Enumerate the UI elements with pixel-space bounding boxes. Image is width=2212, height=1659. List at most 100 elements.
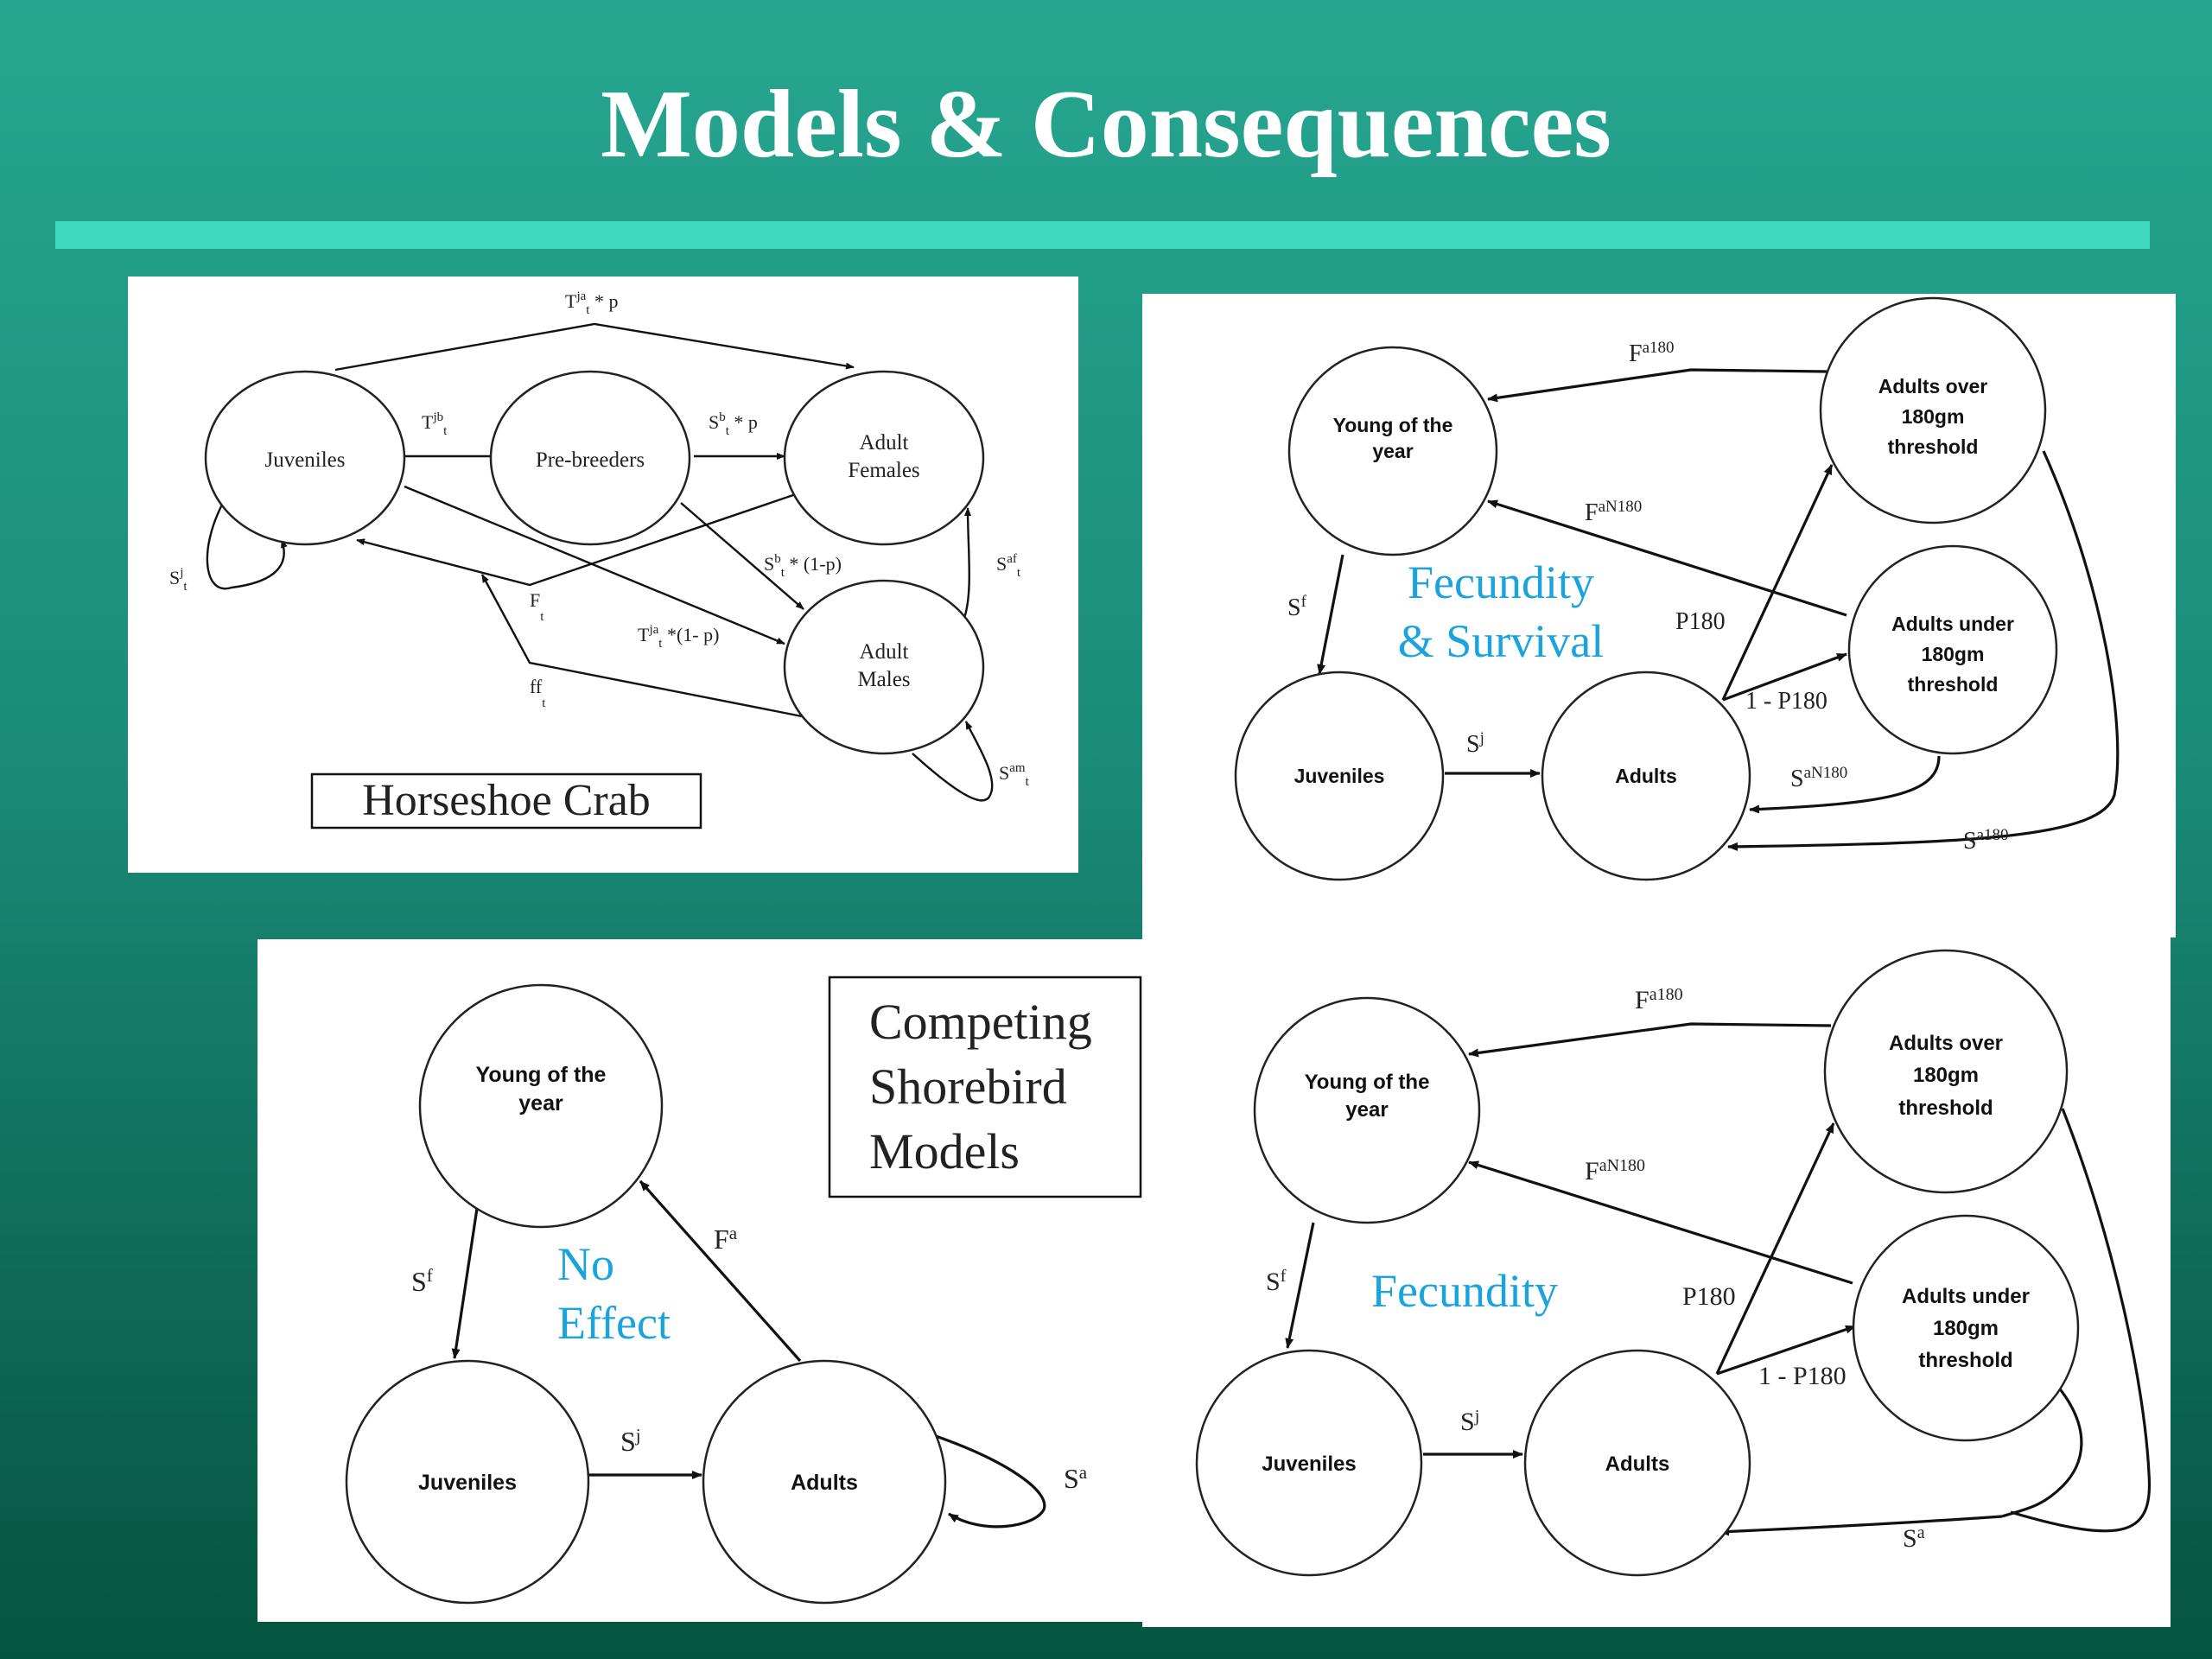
label-under-line1: Adults under bbox=[1891, 613, 2014, 635]
label-yoy-line2: year bbox=[518, 1091, 563, 1116]
node-adults-under-180gm bbox=[1847, 544, 2058, 755]
edge-yoy-to-juveniles bbox=[1317, 554, 1344, 675]
edge-label-p180: P180 bbox=[1682, 1282, 1736, 1311]
annotation-and-survival: & Survival bbox=[1398, 615, 1605, 667]
label-yoy-line1: Young of the bbox=[476, 1063, 607, 1087]
edge-over-to-adults-merge bbox=[2010, 1108, 2152, 1533]
label-adults: Adults bbox=[791, 1471, 858, 1495]
edge-label-fft: fft bbox=[530, 676, 546, 710]
label-over-line3: threshold bbox=[1888, 435, 1979, 458]
label-under-line3: threshold bbox=[1918, 1349, 2012, 1372]
node-adults bbox=[702, 1359, 947, 1605]
edge-over-to-yoy bbox=[1468, 1022, 1832, 1058]
label-yoy-line2: year bbox=[1345, 1098, 1388, 1122]
label-adult-females-line2: Females bbox=[848, 459, 919, 482]
label-juveniles: Juveniles bbox=[1262, 1452, 1356, 1476]
node-adults bbox=[1523, 1349, 1751, 1577]
edge-label-sf: Sf bbox=[1287, 593, 1307, 621]
annotation-no: No bbox=[557, 1238, 614, 1290]
label-adult-males-line2: Males bbox=[857, 668, 910, 691]
edge-label-ft: Ft bbox=[530, 589, 544, 624]
label-over-line3: threshold bbox=[1898, 1096, 1993, 1120]
node-juveniles bbox=[1234, 671, 1445, 881]
edge-label-sam: Samt bbox=[999, 761, 1030, 789]
competing-line3: Models bbox=[869, 1123, 1020, 1179]
edge-prebreeders-to-males bbox=[680, 502, 804, 610]
node-adults-over-180gm bbox=[1819, 296, 2047, 524]
label-over-line1: Adults over bbox=[1878, 375, 1988, 397]
label-adults: Adults bbox=[1605, 1452, 1670, 1476]
node-adult-males bbox=[783, 579, 985, 755]
edge-label-sf: Sf bbox=[411, 1265, 433, 1297]
edge-label-fan180: FaN180 bbox=[1585, 498, 1642, 526]
annotation-fecundity: Fecundity bbox=[1408, 556, 1594, 608]
edge-label-fan180: FaN180 bbox=[1585, 1156, 1645, 1185]
edge-adults-to-over bbox=[1715, 1122, 1835, 1375]
competing-line2: Shorebird bbox=[869, 1058, 1067, 1115]
edge-label-saf: Saft bbox=[996, 552, 1021, 580]
label-juveniles: Juveniles bbox=[418, 1471, 517, 1495]
node-adults-under-180gm bbox=[1852, 1214, 2080, 1442]
competing-models-box bbox=[828, 976, 1142, 1198]
edge-under-to-adults-merge bbox=[2001, 1386, 2083, 1518]
label-over-line1: Adults over bbox=[1889, 1032, 2003, 1055]
edge-label-p180: P180 bbox=[1675, 608, 1726, 635]
caption-box bbox=[310, 772, 702, 830]
label-under-line3: threshold bbox=[1908, 673, 1999, 696]
edge-under-to-yoy bbox=[1487, 499, 1847, 617]
edge-yoy-to-juveniles bbox=[451, 1185, 482, 1359]
edge-label-tjap: Tjat * p bbox=[565, 289, 618, 317]
competing-line1: Competing bbox=[869, 994, 1092, 1050]
node-juveniles bbox=[204, 370, 406, 546]
slide-title: Models & Consequences bbox=[601, 71, 1611, 178]
edge-over-to-adults bbox=[1727, 450, 2120, 851]
edge-label-sj: Sj bbox=[1460, 1407, 1479, 1436]
edge-sa-to-adults bbox=[1719, 1515, 2003, 1536]
edge-adults-to-over bbox=[1721, 464, 1834, 701]
label-under-line2: 180gm bbox=[1933, 1317, 1999, 1340]
edge-label-sa: Sa bbox=[1903, 1523, 1925, 1553]
label-yoy-line2: year bbox=[1372, 440, 1413, 462]
horseshoe-crab-diagram: Juveniles Pre-breeders Adult Females Adu… bbox=[128, 276, 1078, 873]
label-yoy-line1: Young of the bbox=[1333, 414, 1453, 436]
node-juveniles bbox=[345, 1359, 590, 1605]
edge-adults-to-under bbox=[1722, 652, 1847, 702]
edge-label-sf: Sf bbox=[1266, 1267, 1287, 1296]
node-adults-over-180gm bbox=[1823, 949, 2069, 1194]
edge-males-to-prebreeders bbox=[480, 574, 807, 719]
node-adults bbox=[1541, 671, 1751, 881]
node-young-of-the-year bbox=[1287, 346, 1498, 556]
node-juveniles bbox=[1195, 1349, 1423, 1577]
edge-label-fa: Fa bbox=[714, 1223, 738, 1255]
node-young-of-the-year bbox=[1253, 996, 1481, 1224]
edge-label-sbp: Sbt * p bbox=[709, 410, 758, 438]
no-effect-diagram: Young of the year Juveniles Adults Sf Sj… bbox=[257, 939, 1142, 1622]
edge-label-sj: Sj bbox=[1466, 729, 1484, 758]
edge-label-san180: SaN180 bbox=[1790, 764, 1847, 792]
edge-females-to-juveniles bbox=[356, 493, 794, 587]
label-yoy-line1: Young of the bbox=[1305, 1071, 1430, 1094]
label-under-line2: 180gm bbox=[1922, 643, 1985, 665]
edge-adults-to-under bbox=[1716, 1325, 1856, 1376]
edge-label-fa180: Fa180 bbox=[1629, 339, 1675, 367]
edge-label-sa: Sa bbox=[1064, 1462, 1088, 1494]
edge-label-sj: Sjt bbox=[169, 566, 188, 594]
edge-adults-to-yoy bbox=[639, 1179, 802, 1363]
node-adult-females bbox=[783, 370, 985, 546]
edge-juveniles-to-males bbox=[404, 485, 785, 645]
label-juveniles: Juveniles bbox=[264, 448, 345, 472]
label-over-line2: 180gm bbox=[1913, 1064, 1979, 1087]
edge-label-1-minus-p180: 1 - P180 bbox=[1758, 1362, 1847, 1390]
label-over-line2: 180gm bbox=[1902, 405, 1965, 428]
edge-adults-self-loop bbox=[935, 1434, 1046, 1529]
fecundity-diagram: Young of the year Juveniles Adults Adult… bbox=[1142, 938, 2171, 1627]
label-juveniles: Juveniles bbox=[1294, 765, 1385, 787]
label-adult-females-line1: Adult bbox=[860, 431, 909, 454]
edge-label-1-minus-p180: 1 - P180 bbox=[1745, 688, 1827, 715]
node-prebreeders bbox=[489, 370, 691, 546]
label-under-line1: Adults under bbox=[1902, 1285, 2030, 1308]
edge-over-to-yoy bbox=[1487, 368, 1827, 403]
annotation-effect: Effect bbox=[557, 1297, 671, 1349]
edge-label-sj: Sj bbox=[620, 1425, 641, 1457]
fecundity-survival-diagram: Young of the year Juveniles Adults Adult… bbox=[1142, 294, 2176, 938]
